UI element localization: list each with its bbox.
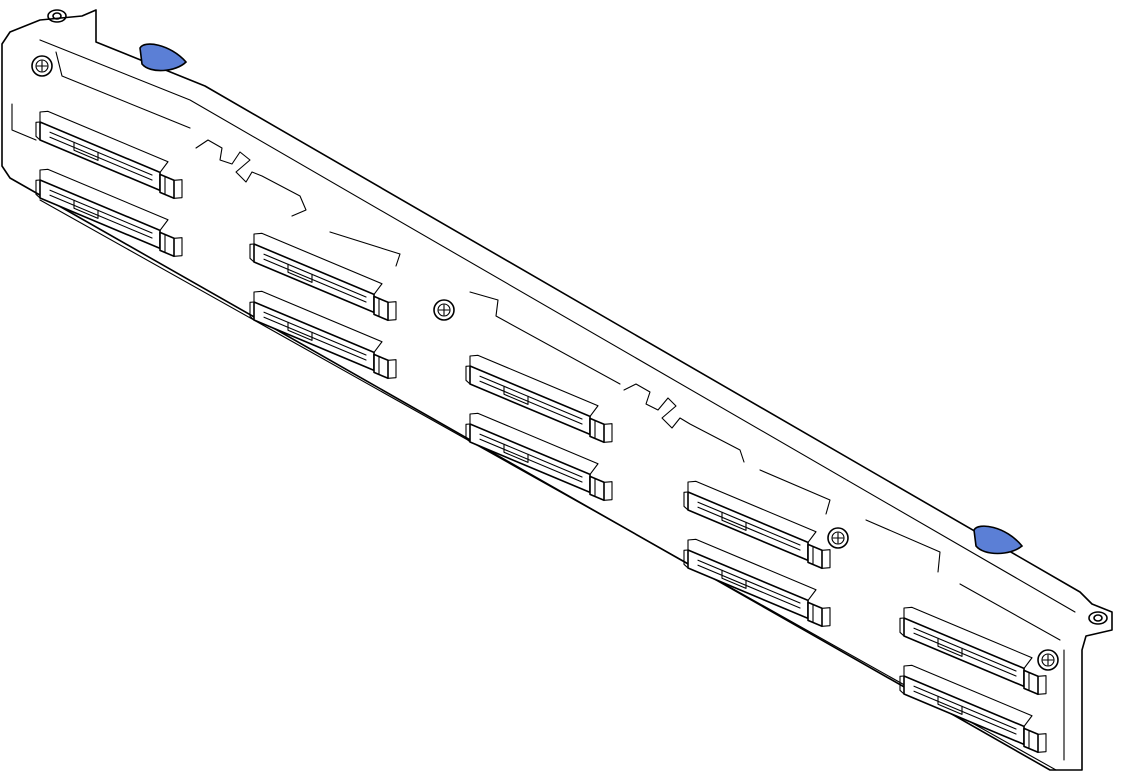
mounting-screw-icon (1037, 649, 1059, 671)
mounting-screw-icon (31, 55, 53, 77)
connector-icon (683, 538, 831, 628)
board-bottom-edge (39, 199, 1057, 771)
board-top-ledge-2 (55, 51, 191, 129)
slot-4 (623, 383, 745, 463)
mounting-screw-icon (827, 527, 849, 549)
release-tab-icon (973, 525, 1024, 555)
mounting-hole-inner (52, 12, 62, 20)
mounting-screw-icon (433, 299, 455, 321)
slot-2 (329, 231, 401, 267)
release-tab-icon (139, 43, 188, 72)
connector-icon (465, 412, 613, 502)
slot-7 (959, 583, 1061, 641)
release-tabs (139, 43, 1024, 555)
mounting-hole (1088, 611, 1108, 625)
slot-1 (195, 139, 307, 217)
slot-6 (865, 519, 941, 573)
connector-icon (249, 290, 397, 380)
connector-icon (899, 664, 1047, 754)
top-slots (195, 139, 1061, 641)
connector-icon (465, 354, 613, 444)
connector-icon (35, 168, 183, 258)
mounting-hole-inner (1093, 614, 1103, 622)
connector-icon (35, 110, 183, 200)
mounting-hole (47, 9, 67, 23)
mounting-screws (31, 55, 1059, 671)
connector-icon (899, 606, 1047, 696)
backplane-board (1, 9, 1113, 771)
board-left-inner (11, 103, 37, 141)
drive-connectors (35, 110, 1047, 754)
board-outline (1, 9, 1113, 771)
mounting-holes (47, 9, 1108, 625)
connector-icon (683, 480, 831, 570)
slot-3 (469, 291, 621, 385)
connector-icon (249, 232, 397, 322)
board-top-ledge (39, 39, 1076, 613)
slot-5 (759, 469, 831, 515)
